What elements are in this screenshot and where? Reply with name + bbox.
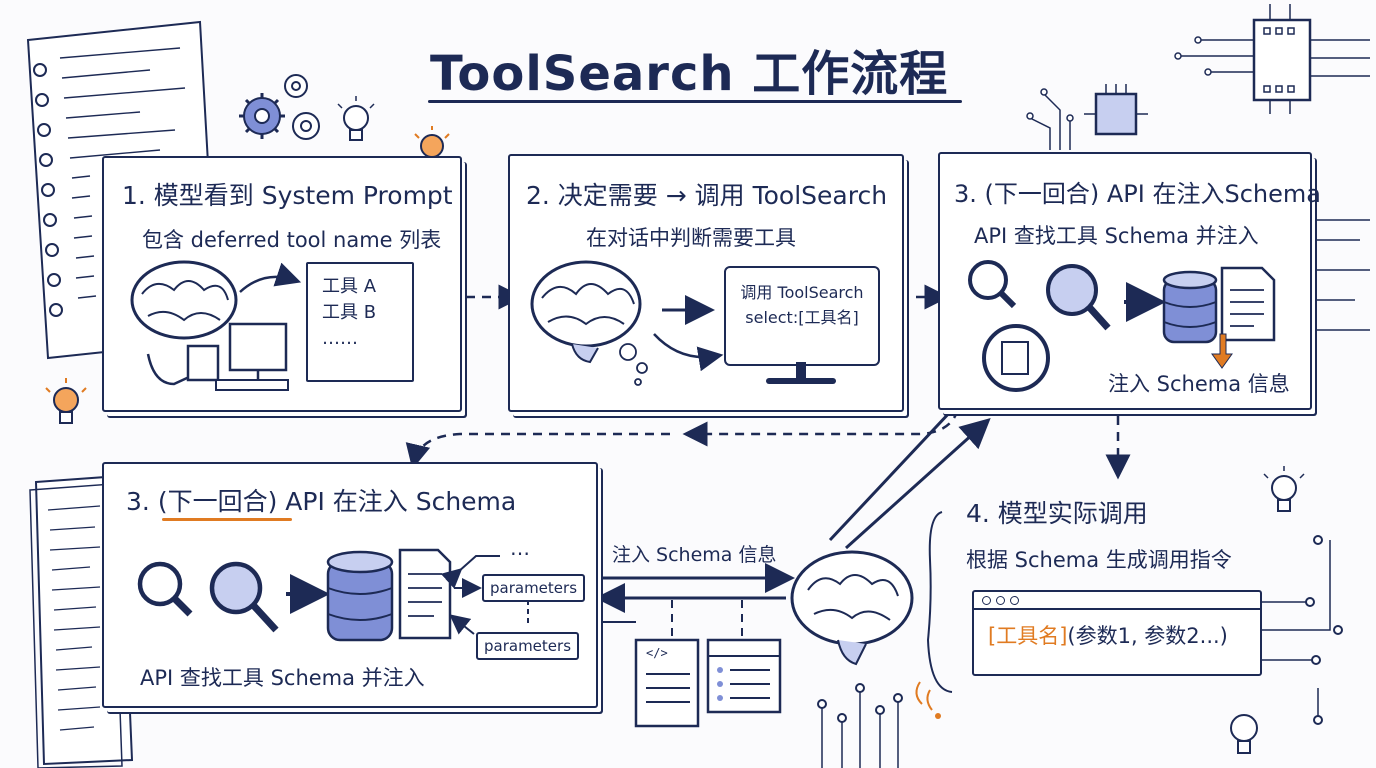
circuit-lines-right bbox=[1260, 219, 1370, 720]
window-dot bbox=[982, 595, 991, 605]
step3-top-title: 3. (下一回合) API 在注入Schema bbox=[954, 180, 1321, 208]
step1-panel: 1. 模型看到 System Prompt 包含 deferred tool n… bbox=[102, 156, 462, 412]
title-underline bbox=[428, 100, 962, 103]
tool-call-args: (参数1, 参数2...) bbox=[1067, 624, 1228, 648]
step4-subtitle: 根据 Schema 生成调用指令 bbox=[966, 548, 1232, 572]
step3-bottom-title-suffix: API 在注入 Schema bbox=[277, 487, 517, 516]
brain-icon bbox=[130, 260, 238, 340]
lightbulb-icon bbox=[343, 105, 369, 141]
monitor-stand bbox=[796, 362, 806, 380]
step3-top-inject-label: 注入 Schema 信息 bbox=[1108, 372, 1290, 396]
database-icon bbox=[1162, 270, 1218, 344]
tool-call-name: [工具名] bbox=[988, 624, 1068, 648]
chip-icon bbox=[1174, 4, 1370, 114]
parameters-pill: parameters bbox=[476, 632, 580, 660]
step3-bottom-footer: API 查找工具 Schema 并注入 bbox=[140, 666, 425, 690]
step3-top-subtitle: API 查找工具 Schema 并注入 bbox=[974, 224, 1259, 248]
step3-top-panel: 3. (下一回合) API 在注入Schema API 查找工具 Schema … bbox=[938, 152, 1321, 410]
magnifier-icon bbox=[137, 561, 193, 617]
tool-list-item: 工具 B bbox=[322, 302, 377, 323]
lightbulb-icon bbox=[1230, 714, 1258, 754]
monitor-base bbox=[766, 378, 836, 384]
middle-inject-label: 注入 Schema 信息 bbox=[612, 544, 777, 566]
step2-illustration bbox=[530, 260, 724, 386]
gear-icon bbox=[243, 74, 320, 140]
code-tag: </> bbox=[646, 646, 668, 660]
step3-top-illustration bbox=[968, 260, 1276, 392]
magnifier-icon bbox=[968, 260, 1017, 309]
database-icon bbox=[326, 550, 394, 642]
chip-icon bbox=[1026, 84, 1148, 150]
step2-title: 2. 决定需要 → 调用 ToolSearch bbox=[526, 181, 888, 210]
code-document-icon bbox=[634, 638, 700, 728]
magnifier-icon bbox=[1046, 264, 1111, 331]
step2-subtitle: 在对话中判断需要工具 bbox=[586, 226, 796, 250]
tool-call-window: [工具名](参数1, 参数2...) bbox=[972, 590, 1262, 676]
toolsearch-monitor: 调用 ToolSearch select:[工具名] bbox=[724, 266, 880, 366]
step4-title: 4. 模型实际调用 bbox=[966, 499, 1148, 528]
window-titlebar bbox=[974, 592, 1260, 610]
step1-illustration bbox=[130, 260, 302, 391]
step3-bottom-panel: 3. (下一回合) API 在注入 Schema … parameters pa… bbox=[102, 462, 598, 708]
highlight-underline bbox=[162, 518, 292, 521]
toolsearch-call-line: 调用 ToolSearch bbox=[740, 283, 864, 302]
tool-list-note: 工具 A 工具 B …… bbox=[306, 262, 414, 382]
list-window-icon bbox=[706, 638, 782, 714]
toolsearch-select-line: select:[工具名] bbox=[745, 308, 859, 327]
step1-title: 1. 模型看到 System Prompt bbox=[122, 181, 453, 210]
window-dot bbox=[1010, 595, 1019, 605]
step2-panel: 2. 决定需要 → 调用 ToolSearch 在对话中判断需要工具 调用 To… bbox=[508, 154, 904, 412]
lightbulb-icon bbox=[1271, 475, 1297, 512]
step1-subtitle: 包含 deferred tool name 列表 bbox=[142, 228, 442, 252]
tool-list-item: 工具 A bbox=[322, 276, 377, 297]
document-icon bbox=[398, 548, 452, 640]
brain-icon bbox=[530, 260, 642, 364]
tool-list-item: …… bbox=[322, 328, 358, 349]
monitor-icon bbox=[215, 322, 289, 391]
step3-bottom-title-prefix: 3. bbox=[126, 487, 158, 516]
circuit-lines-bottom bbox=[821, 690, 899, 768]
window-dot bbox=[996, 595, 1005, 605]
lightbulb-icon bbox=[53, 387, 79, 424]
step3-bottom-illustration bbox=[137, 548, 529, 642]
magnifier-icon bbox=[209, 561, 279, 633]
step3-bottom-title-highlight: (下一回合) bbox=[157, 487, 278, 516]
page-title: ToolSearch 工作流程 bbox=[430, 46, 949, 102]
document-icon bbox=[1220, 266, 1276, 342]
step3-bottom-title: 3. (下一回合) API 在注入 Schema bbox=[126, 482, 516, 518]
brain-icon bbox=[790, 550, 914, 666]
params-ellipsis: … bbox=[510, 536, 530, 560]
parameters-pill: parameters bbox=[482, 574, 586, 602]
tool-call-text: [工具名](参数1, 参数2...) bbox=[988, 620, 1228, 650]
magnifier-document-icon bbox=[982, 324, 1050, 392]
person-icon bbox=[146, 344, 220, 386]
